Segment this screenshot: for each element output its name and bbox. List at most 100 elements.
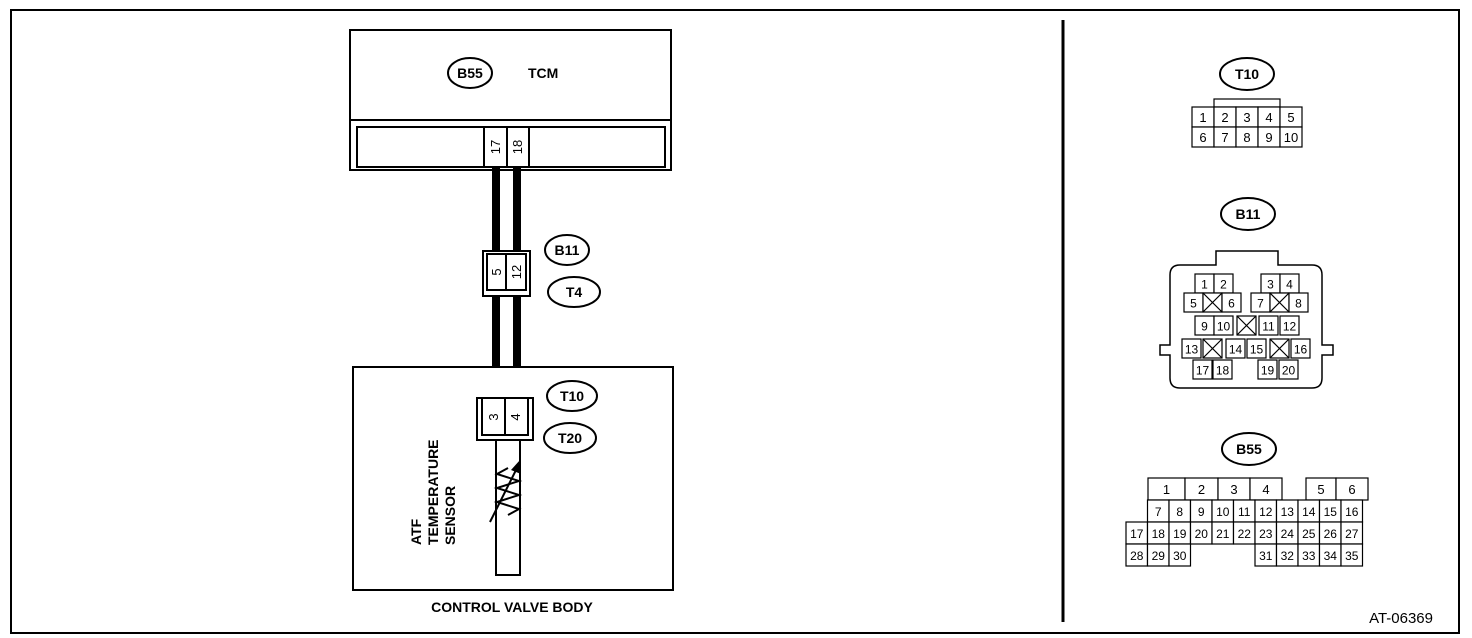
b11-pin-17-cell [1192,359,1213,380]
b55-pin-5: 5 [1317,482,1324,497]
t4-badge [547,276,601,308]
b55-pin-34: 34 [1324,549,1338,563]
b55-pin-1: 1 [1163,482,1170,497]
t10-pin-6: 6 [1199,130,1206,145]
b55-pin-28: 28 [1130,549,1144,563]
b55-pin-33: 33 [1302,549,1316,563]
b11-pin-9: 9 [1201,320,1208,334]
b11-pin-5: 5 [1190,297,1197,311]
b11-blank-b-cross [1269,292,1290,313]
b11-pin-8-cell [1288,292,1309,313]
t10-pin-9: 9 [1265,130,1272,145]
t10-view-label: T10 [1235,66,1259,82]
b11-label: B11 [555,242,580,258]
sensor-pin-4: 4 [508,413,523,420]
b55-pin-30-cell [1168,543,1192,567]
b55-pin-3: 3 [1230,482,1237,497]
sensor-label-line1: ATF [408,518,424,545]
tcm-label: TCM [528,65,558,81]
b55-pin-26: 26 [1324,527,1338,541]
b11-blank-a-cross [1202,292,1223,313]
b11-pin-14: 14 [1229,343,1243,357]
variable-arrow-icon [511,460,521,474]
b11-blank-c-cross [1236,315,1257,336]
b11-pin-19-cell [1257,359,1278,380]
control-valve-body: 3 4 T10 T20 ATF TEMPERATURE SENSOR [352,366,674,591]
b11-pin-17: 17 [1196,364,1210,378]
t10-pin-2: 2 [1221,110,1228,125]
b11-pin-3: 3 [1267,278,1274,292]
tcm-connector-label: B55 [457,65,483,81]
tcm-pin-18: 18 [510,140,525,154]
diagram-id: AT-06369 [1369,610,1433,627]
b11-pin-20: 20 [1282,364,1296,378]
outer-frame [10,9,1460,634]
b11-pin-11-cell [1258,315,1279,336]
t10-pin-4: 4 [1265,110,1272,125]
mid-pin-12: 12 [509,265,524,279]
b11-pin-19: 19 [1261,364,1275,378]
b55-pin-17: 17 [1130,527,1144,541]
b55-pin-10: 10 [1216,505,1230,519]
b11-pin-6: 6 [1228,297,1235,311]
mid-pin-5: 5 [489,268,504,275]
b55-pin-14: 14 [1302,505,1316,519]
b55-pin-4: 4 [1262,482,1269,497]
b11-badge [544,234,590,266]
b11-pin-13-cell [1181,338,1202,359]
b11-pin-15-cell [1246,338,1267,359]
b55-pin-8: 8 [1176,505,1183,519]
b55-pin-25: 25 [1302,527,1316,541]
b11-pin-11: 11 [1262,320,1275,334]
b55-pin-23: 23 [1259,527,1273,541]
b11-blank-d-cross [1202,338,1223,359]
b55-pin-32: 32 [1281,549,1295,563]
b55-pin-21: 21 [1216,527,1230,541]
sensor-label-line2: TEMPERATURE [425,439,441,545]
tcm-pin-17: 17 [488,140,503,154]
b11-blank-e-cross [1269,338,1290,359]
tcm-unit: 17 18 B55 TCM [349,29,672,171]
b55-pin-13: 13 [1281,505,1295,519]
b11-view-label: B11 [1236,206,1261,222]
b55-pin-22: 22 [1238,527,1252,541]
b55-pin-2: 2 [1198,482,1205,497]
b11-pin-10: 10 [1217,320,1231,334]
b55-pin-12: 12 [1259,505,1273,519]
mid-connector: 5 12 B11 T4 [482,234,601,308]
sensor-pin-3: 3 [486,413,501,420]
control-valve-body-label: CONTROL VALVE BODY [431,599,593,615]
t10-pin-1: 1 [1199,110,1206,125]
t20-label: T20 [558,430,582,446]
b11-pin-8: 8 [1295,297,1302,311]
b55-pin-7: 7 [1155,505,1162,519]
b55-pin-19: 19 [1173,527,1187,541]
b11-pin-16-cell [1290,338,1311,359]
b55-pin-20: 20 [1195,527,1209,541]
tcm-connector-badge [447,57,493,89]
b55-pin-31: 31 [1259,549,1273,563]
b55-pin-9: 9 [1198,505,1205,519]
b11-pin-4: 4 [1286,278,1293,292]
b55-pin-29: 29 [1152,549,1166,563]
b11-pin-6-cell [1221,292,1242,313]
b11-pin-10-cell [1213,315,1234,336]
t10-badge [546,380,598,412]
b11-pin-18: 18 [1216,364,1230,378]
b11-pin-12: 12 [1283,320,1297,334]
sensor-label-line3: SENSOR [442,486,458,545]
b55-pin-24: 24 [1281,527,1295,541]
b11-pin-7: 7 [1257,297,1264,311]
b11-pin-2: 2 [1220,278,1227,292]
t10-pin-8: 8 [1243,130,1250,145]
b11-pin-15: 15 [1250,343,1264,357]
thermistor-symbol [493,467,523,516]
t10-pin-3: 3 [1243,110,1250,125]
t10-pin-10: 10 [1284,130,1298,145]
